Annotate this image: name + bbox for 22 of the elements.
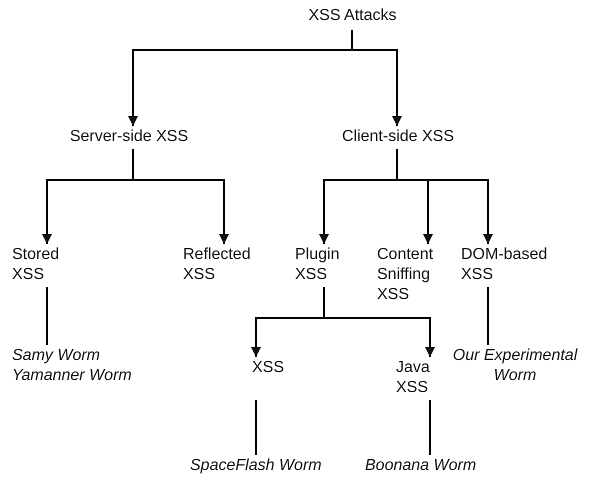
category-label: Server-side XSS xyxy=(68,127,190,147)
category-label: Client-side XSS xyxy=(340,127,456,147)
example-label: Samy Worm xyxy=(12,346,101,366)
category-label: XSS xyxy=(252,358,286,378)
example-label: Yamanner Worm xyxy=(12,366,133,386)
category-label: Reflected XSS xyxy=(183,245,252,285)
arrow xyxy=(132,149,229,244)
category-label: Content Sniffing XSS xyxy=(377,245,434,305)
connector-line xyxy=(46,287,48,345)
example-label: Our Experimental Worm xyxy=(452,346,579,386)
connector-line xyxy=(487,287,489,345)
arrow xyxy=(396,149,493,244)
example-label: Boonana Worm xyxy=(365,456,478,476)
connector-line xyxy=(429,400,431,455)
category-label: Plugin XSS xyxy=(295,245,340,285)
category-label: Java XSS xyxy=(396,358,431,398)
category-label: DOM-based XSS xyxy=(461,245,548,285)
arrow xyxy=(351,30,402,126)
category-label: XSS Attacks xyxy=(307,6,398,26)
connector-line xyxy=(255,400,257,455)
category-label: Stored XSS xyxy=(12,245,60,285)
example-label: SpaceFlash Worm xyxy=(190,456,323,476)
